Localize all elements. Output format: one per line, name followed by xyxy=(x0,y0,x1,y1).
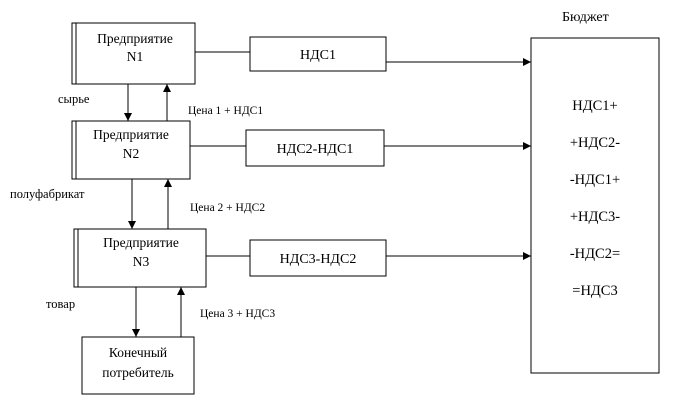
budget-line-1: НДС1+ xyxy=(572,98,617,114)
vat-box-1: НДС1 xyxy=(249,36,387,72)
goods-label-semi: полуфабрикат xyxy=(10,187,85,201)
budget-box xyxy=(530,37,660,374)
enterprise-1-number: N1 xyxy=(127,49,144,64)
budget-line-3: -НДС1+ xyxy=(570,172,620,188)
enterprise-box-3: Предприятие N3 xyxy=(73,228,207,288)
goods-label-raw: сырье xyxy=(58,92,90,106)
consumer-box: Конечный потребитель xyxy=(81,336,195,395)
enterprise-3-name: Предприятие xyxy=(103,235,179,250)
vat-box-2: НДС2-НДС1 xyxy=(245,129,385,167)
budget-line-5: -НДС2= xyxy=(570,246,620,262)
budget-line-2: +НДС2- xyxy=(570,135,620,151)
vat-box-1-label: НДС1 xyxy=(300,48,336,63)
consumer-line-1: Конечный xyxy=(109,345,167,360)
consumer-line-2: потребитель xyxy=(102,365,173,380)
price-label-1: Цена 1 + НДС1 xyxy=(188,105,263,117)
vat-box-2-label: НДС2-НДС1 xyxy=(277,142,354,157)
budget-title: Бюджет xyxy=(562,10,609,25)
vat-box-3: НДС3-НДС2 xyxy=(249,239,387,277)
enterprise-box-1: Предприятие N1 xyxy=(71,22,196,85)
enterprise-1-name: Предприятие xyxy=(97,31,173,46)
enterprise-3-number: N3 xyxy=(133,254,150,269)
price-label-2: Цена 2 + НДС2 xyxy=(190,202,265,214)
vat-box-3-label: НДС3-НДС2 xyxy=(280,252,357,267)
budget-line-4: +НДС3- xyxy=(570,209,620,225)
enterprise-2-name: Предприятие xyxy=(93,127,169,142)
enterprise-2-number: N2 xyxy=(123,146,140,161)
enterprise-box-2: Предприятие N2 xyxy=(71,120,191,180)
price-label-3: Цена 3 + НДС3 xyxy=(200,308,275,320)
budget-line-6: =НДС3 xyxy=(572,283,617,299)
goods-label-product: товар xyxy=(46,297,75,311)
